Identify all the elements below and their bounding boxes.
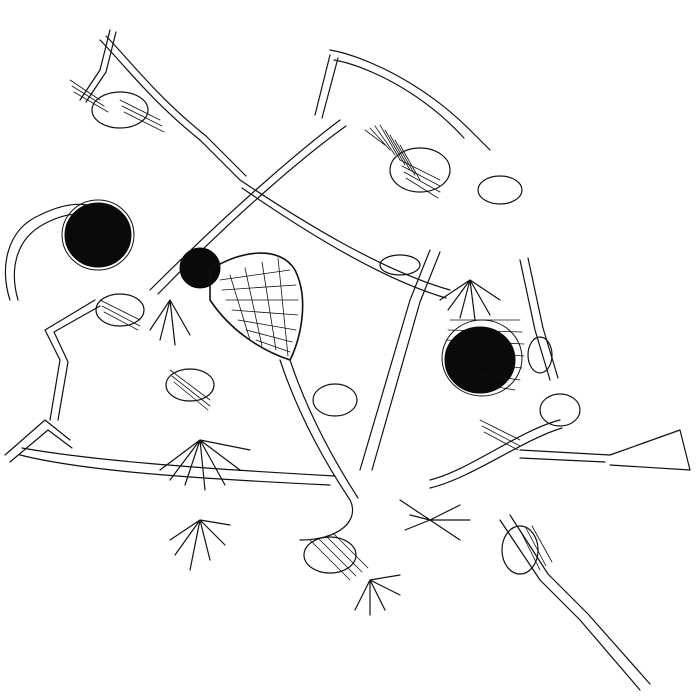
- tube-mid-right: [429, 419, 563, 489]
- pod-lower-center: [303, 536, 357, 574]
- pod-mid-left: [95, 293, 145, 327]
- fan-outline: [209, 252, 304, 361]
- cluster-bottom-left: [169, 519, 231, 571]
- cluster-bottom-center: [354, 574, 401, 616]
- hatch-a: [399, 159, 441, 199]
- band-upper-right: [364, 124, 421, 181]
- tube-right-vertical: [519, 257, 559, 381]
- tube-center-diagonal: [239, 179, 451, 299]
- pod-center: [312, 383, 358, 417]
- band-upper-left: [69, 79, 165, 133]
- tube-upper-diagonal: [149, 119, 347, 295]
- tube-left-lower: [19, 447, 336, 486]
- hatch-d: [479, 419, 521, 451]
- pod-lower-left: [165, 368, 215, 402]
- sphere-right: [444, 326, 516, 394]
- tube-left-vertical: [44, 299, 101, 421]
- tube-top-center: [329, 49, 491, 151]
- tube-right-horizontal: [519, 429, 691, 471]
- segmented-pods: [91, 91, 581, 575]
- hatch-c: [169, 369, 211, 411]
- tube-upper-left: [99, 35, 247, 181]
- sphere-left: [64, 202, 132, 268]
- hatched-bands: [69, 79, 525, 581]
- hatching-detail: [99, 159, 553, 571]
- tube-upper-left-b: [79, 29, 117, 103]
- band-center-right: [445, 319, 525, 391]
- fan-hatching: [219, 257, 299, 357]
- pod-right: [539, 393, 581, 427]
- cluster-lower-center: [399, 499, 471, 541]
- pod-upper-center: [379, 254, 421, 276]
- cluster-upper-left: [149, 299, 191, 346]
- tube-network: [4, 29, 691, 691]
- cluster-center-right: [439, 279, 501, 321]
- pod-top-right: [389, 147, 451, 193]
- pod-top-far-right: [477, 175, 523, 205]
- tube-top-left-arm: [314, 54, 339, 119]
- sphere-left-rim: [61, 199, 135, 271]
- pod-right-mid: [527, 336, 553, 374]
- tube-lower-right: [499, 514, 651, 691]
- band-lower-center: [309, 533, 369, 581]
- tube-central-arc: [279, 359, 359, 541]
- radial-clusters: [149, 279, 501, 616]
- tube-center-vertical: [359, 249, 441, 471]
- hatch-e: [519, 525, 553, 571]
- pod-upper-left: [91, 91, 149, 129]
- tube-left-diag: [4, 419, 73, 463]
- cluster-left-lower: [159, 439, 251, 491]
- fan-form: [209, 252, 304, 361]
- hatch-b: [99, 299, 141, 331]
